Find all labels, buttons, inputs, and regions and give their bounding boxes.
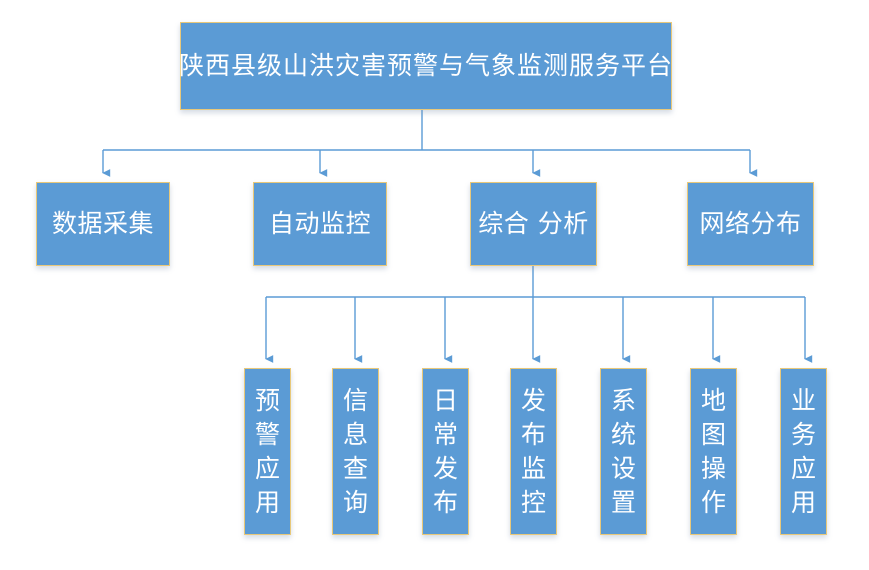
node-root-platform[interactable]: 陕西县级山洪灾害预警与气象监测服务平台 [179,22,674,110]
node-level3-label: 信 息 查 询 [342,385,368,517]
node-level2-label: 网络分布 [699,209,802,239]
node-level2-label: 自动监控 [268,209,371,239]
node-level3-map-operation[interactable]: 地 图 操 作 [690,368,737,535]
node-level2-comprehensive-analysis[interactable]: 综合 分析 [470,182,597,266]
node-level2-label: 数据采集 [51,209,154,239]
node-level2-label: 综合 分析 [478,209,589,239]
node-level3-label: 地 图 操 作 [700,385,726,517]
node-level2-auto-monitoring[interactable]: 自动监控 [253,182,387,266]
node-level3-label: 预 警 应 用 [254,385,280,517]
node-level3-daily-release[interactable]: 日 常 发 布 [422,368,469,535]
node-root-label: 陕西县级山洪灾害预警与气象监测服务平台 [179,51,674,81]
node-level3-label: 业 务 应 用 [790,385,816,517]
node-level3-warning-application[interactable]: 预 警 应 用 [244,368,291,535]
node-level3-label: 发 布 监 控 [520,385,546,517]
node-level3-label: 日 常 发 布 [432,385,458,517]
node-level3-label: 系 统 设 置 [610,385,636,517]
node-level3-business-application[interactable]: 业 务 应 用 [780,368,827,535]
node-level3-system-settings[interactable]: 系 统 设 置 [600,368,647,535]
node-level2-data-collection[interactable]: 数据采集 [36,182,170,266]
node-level2-network-distribution[interactable]: 网络分布 [687,182,814,266]
node-level3-information-query[interactable]: 信 息 查 询 [332,368,379,535]
node-level3-release-monitoring[interactable]: 发 布 监 控 [510,368,557,535]
